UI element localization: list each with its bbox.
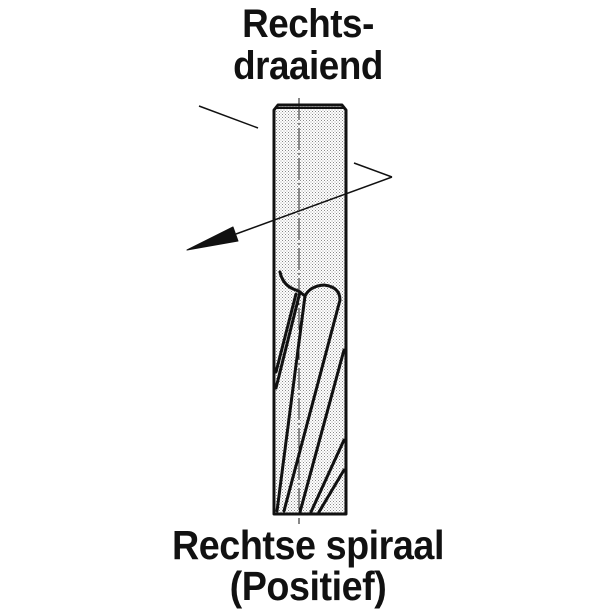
rotation-arrow-icon (186, 105, 393, 251)
title-line-1: Rechts- (242, 2, 374, 46)
spiral-flutes (274, 270, 346, 514)
caption-line-1: Rechtse spiraal (172, 522, 444, 568)
caption-line-2: (Positief) (229, 563, 387, 609)
title-line-2: draaiend (233, 44, 383, 88)
